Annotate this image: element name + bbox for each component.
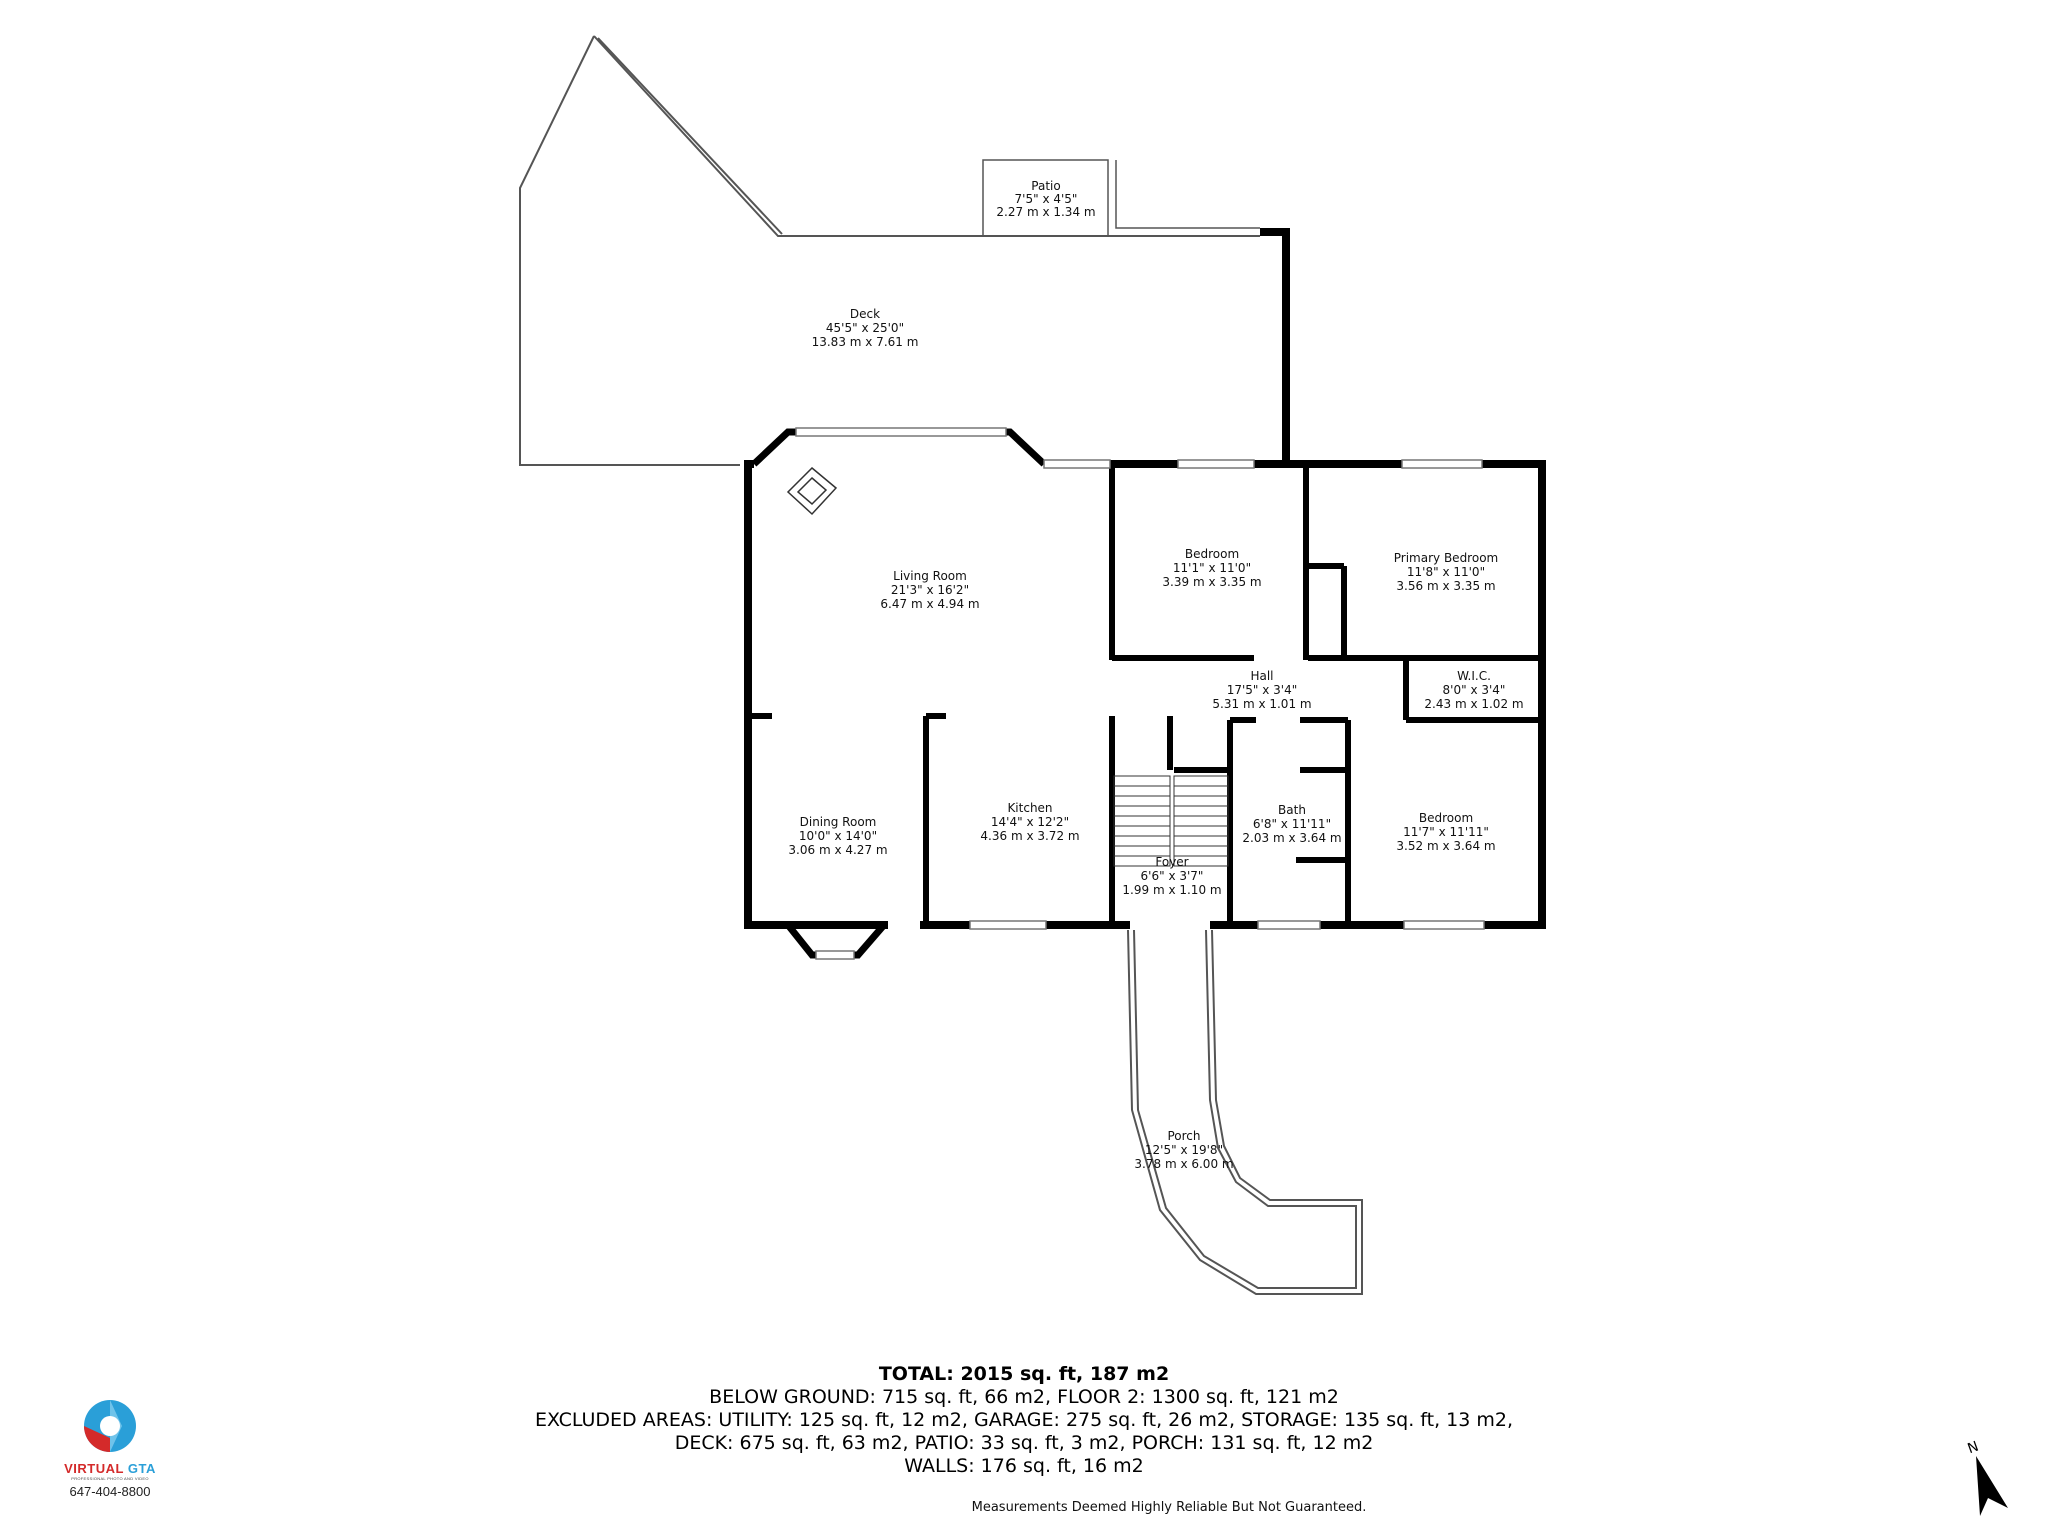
room-porch-imperial: 12'5" x 19'8" (1145, 1143, 1223, 1157)
room-dining-metric: 3.06 m x 4.27 m (788, 843, 887, 857)
room-living-metric: 6.47 m x 4.94 m (880, 597, 979, 611)
patio-outline (982, 159, 1260, 237)
summary-line-3: DECK: 675 sq. ft, 63 m2, PATIO: 33 sq. f… (674, 1432, 1374, 1454)
living-bay-walls (751, 428, 1047, 467)
area-summary: TOTAL: 2015 sq. ft, 187 m2 BELOW GROUND:… (0, 1362, 2048, 1478)
fireplace-icon (786, 466, 838, 516)
logo-brand: VIRTUAL GTA (50, 1461, 170, 1476)
deck-outline (519, 35, 1260, 466)
room-patio-imperial: 7'5" x 4'5" (1015, 192, 1078, 206)
room-dining-name: Dining Room (800, 815, 877, 829)
room-bedroom2-name: Bedroom (1419, 811, 1473, 825)
room-bath-imperial: 6'8" x 11'11" (1253, 817, 1331, 831)
room-hall-name: Hall (1250, 669, 1273, 683)
disclaimer-text: Measurements Deemed Highly Reliable But … (971, 1500, 1367, 1515)
room-primary-name: Primary Bedroom (1394, 551, 1498, 565)
room-deck-metric: 13.83 m x 7.61 m (812, 335, 919, 349)
room-bath-metric: 2.03 m x 3.64 m (1242, 831, 1341, 845)
summary-line-1: BELOW GROUND: 715 sq. ft, 66 m2, FLOOR 2… (709, 1386, 1339, 1408)
room-primary-metric: 3.56 m x 3.35 m (1396, 579, 1495, 593)
room-living-name: Living Room (893, 569, 967, 583)
room-foyer-metric: 1.99 m x 1.10 m (1122, 883, 1221, 897)
room-bath-name: Bath (1278, 803, 1306, 817)
room-hall-imperial: 17'5" x 3'4" (1227, 683, 1298, 697)
room-bedroom1-metric: 3.39 m x 3.35 m (1162, 575, 1261, 589)
room-patio-name: Patio (1031, 179, 1060, 193)
room-primary-imperial: 11'8" x 11'0" (1407, 565, 1485, 579)
logo-brand-a: VIRTUAL (64, 1461, 124, 1476)
summary-total: TOTAL: 2015 sq. ft, 187 m2 (878, 1363, 1170, 1385)
room-porch-name: Porch (1167, 1129, 1200, 1143)
room-labels: Deck 45'5" x 25'0" 13.83 m x 7.61 m Pati… (788, 179, 1523, 1171)
room-foyer-imperial: 6'6" x 3'7" (1141, 869, 1204, 883)
logo-brand-b: GTA (127, 1461, 156, 1476)
logo-phone: 647-404-8800 (69, 1484, 151, 1499)
stairs (1113, 775, 1229, 867)
aperture-logo-icon (84, 1400, 136, 1452)
room-wic-imperial: 8'0" x 3'4" (1443, 683, 1506, 697)
room-bedroom2-metric: 3.52 m x 3.64 m (1396, 839, 1495, 853)
room-hall-metric: 5.31 m x 1.01 m (1212, 697, 1311, 711)
porch-outline (1127, 929, 1363, 1295)
room-bedroom2-imperial: 11'7" x 11'11" (1403, 825, 1489, 839)
room-patio-metric: 2.27 m x 1.34 m (996, 205, 1095, 219)
company-logo: VIRTUAL GTA PROFESSIONAL PHOTO AND VIDEO… (50, 1398, 170, 1499)
summary-line-4: WALLS: 176 sq. ft, 16 m2 (904, 1455, 1144, 1477)
logo-tagline: PROFESSIONAL PHOTO AND VIDEO (71, 1476, 149, 1481)
room-bedroom1-imperial: 11'1" x 11'0" (1173, 561, 1251, 575)
summary-line-2: EXCLUDED AREAS: UTILITY: 125 sq. ft, 12 … (534, 1409, 1514, 1431)
room-wic-metric: 2.43 m x 1.02 m (1424, 697, 1523, 711)
room-foyer-name: Foyer (1155, 855, 1188, 869)
room-dining-imperial: 10'0" x 14'0" (799, 829, 877, 843)
windows (795, 427, 1485, 960)
room-kitchen-name: Kitchen (1007, 801, 1052, 815)
room-kitchen-imperial: 14'4" x 12'2" (991, 815, 1069, 829)
compass: N (1960, 1439, 2020, 1520)
room-deck-name: Deck (850, 307, 880, 321)
room-deck-imperial: 45'5" x 25'0" (826, 321, 904, 335)
room-porch-metric: 3.78 m x 6.00 m (1134, 1157, 1233, 1171)
exterior-walls (744, 228, 1546, 929)
north-arrow-icon (1976, 1456, 2008, 1516)
room-wic-name: W.I.C. (1457, 669, 1491, 683)
interior-walls (752, 464, 1542, 925)
room-bedroom1-name: Bedroom (1185, 547, 1239, 561)
room-kitchen-metric: 4.36 m x 3.72 m (980, 829, 1079, 843)
room-living-imperial: 21'3" x 16'2" (891, 583, 969, 597)
